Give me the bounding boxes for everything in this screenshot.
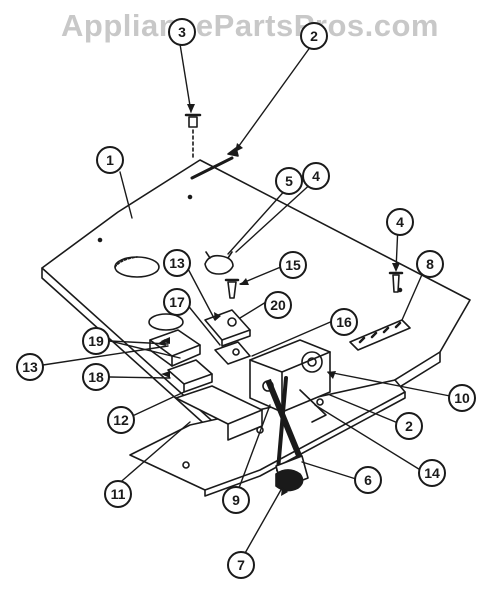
callout-7: 7 [227,551,255,579]
callout-3: 3 [168,18,196,46]
callout-9: 9 [222,486,250,514]
callout-5: 5 [275,167,303,195]
leader-lines [42,43,451,563]
terminal-block-part [349,319,411,351]
knob-part [275,469,304,492]
right-screw-part [388,271,404,293]
callout-11: 11 [104,480,132,508]
switch-part [204,251,234,275]
bottom-screws [182,398,324,469]
callout-20: 20 [264,291,292,319]
callout-2-top: 2 [300,22,328,50]
callout-18: 18 [82,363,110,391]
screw-part [184,113,202,161]
arrowheads [157,104,400,496]
callout-17: 17 [163,288,191,316]
callout-14: 14 [418,459,446,487]
callout-1: 1 [96,146,124,174]
callout-4-right: 4 [386,208,414,236]
callout-13-upper: 13 [163,249,191,277]
callout-8: 8 [416,250,444,278]
bolt-part [224,278,240,299]
callout-10: 10 [448,384,476,412]
mounting-bracket-part [175,385,263,441]
bottom-plate-part [129,379,406,497]
watermark: AppliancePartsPros.com [61,8,439,43]
callout-19: 19 [82,327,110,355]
left-switch-part [149,329,213,393]
callout-4: 4 [302,162,330,190]
lower-switch-part [214,341,251,365]
callout-6: 6 [354,466,382,494]
callout-16: 16 [330,308,358,336]
callout-2: 2 [395,412,423,440]
callout-12: 12 [107,406,135,434]
callout-13-lower: 13 [16,353,44,381]
callout-15: 15 [279,251,307,279]
